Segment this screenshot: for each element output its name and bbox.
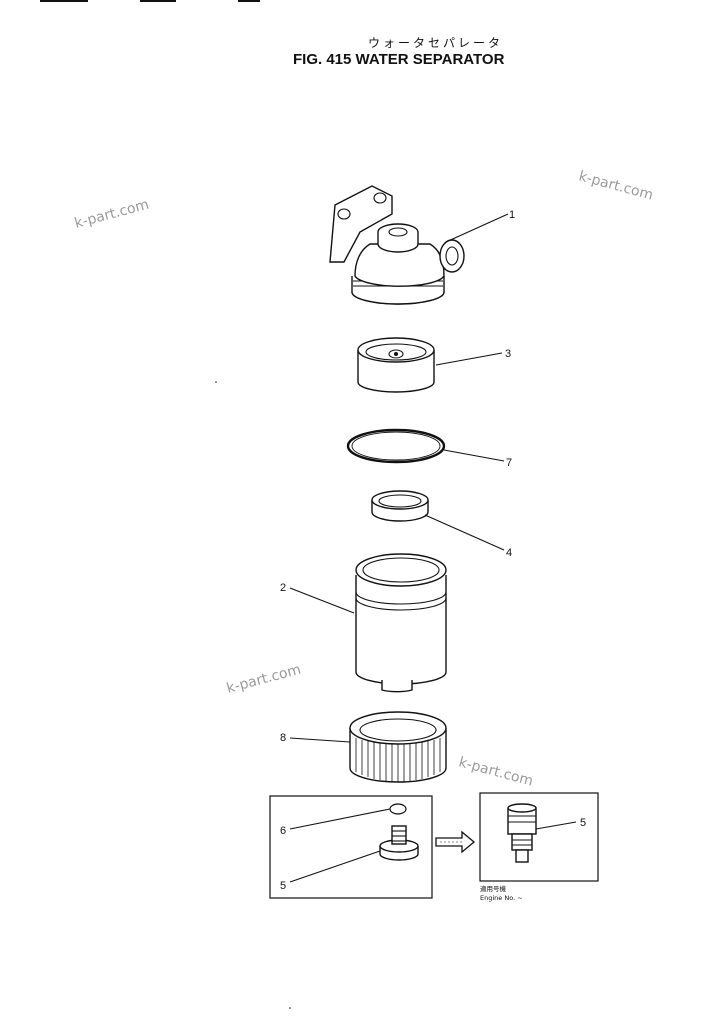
drain-valve-part — [507, 803, 537, 863]
japanese-title: ウォータセパレータ — [368, 36, 503, 50]
figure-title: FIG. 415 WATER SEPARATOR — [293, 51, 505, 68]
o-ring-part — [346, 428, 446, 464]
leader-lines — [289, 213, 577, 883]
watermark-1: k-part.com — [73, 197, 151, 232]
ring-part — [371, 490, 429, 522]
detail-box-left — [269, 795, 433, 899]
engine-note-serial: Engine No. ~ — [480, 894, 523, 902]
scan-dot-2 — [289, 1007, 291, 1009]
callout-5-left: 5 — [280, 880, 286, 892]
small-o-ring-part — [389, 803, 407, 815]
callout-7: 7 — [506, 457, 512, 469]
watermark-4: k-part.com — [457, 754, 535, 789]
callout-8: 8 — [280, 732, 286, 744]
scan-dot — [215, 381, 217, 383]
callout-1: 1 — [509, 209, 515, 221]
callout-6: 6 — [280, 825, 286, 837]
filter-head-part — [329, 185, 465, 305]
cup-part — [357, 337, 435, 393]
arrow-icon — [435, 830, 476, 854]
knurled-nut-part — [349, 711, 447, 783]
drain-plug-part — [379, 825, 419, 861]
watermark-3: k-part.com — [225, 662, 303, 697]
callout-4: 4 — [506, 547, 512, 559]
filter-element-part — [355, 553, 447, 693]
callout-2: 2 — [280, 582, 286, 594]
callout-5-right: 5 — [580, 817, 586, 829]
detail-box-right — [479, 792, 599, 882]
watermark-2: k-part.com — [577, 168, 655, 203]
callout-3: 3 — [505, 348, 511, 360]
engine-note-japanese: 適用号機 — [480, 884, 507, 893]
